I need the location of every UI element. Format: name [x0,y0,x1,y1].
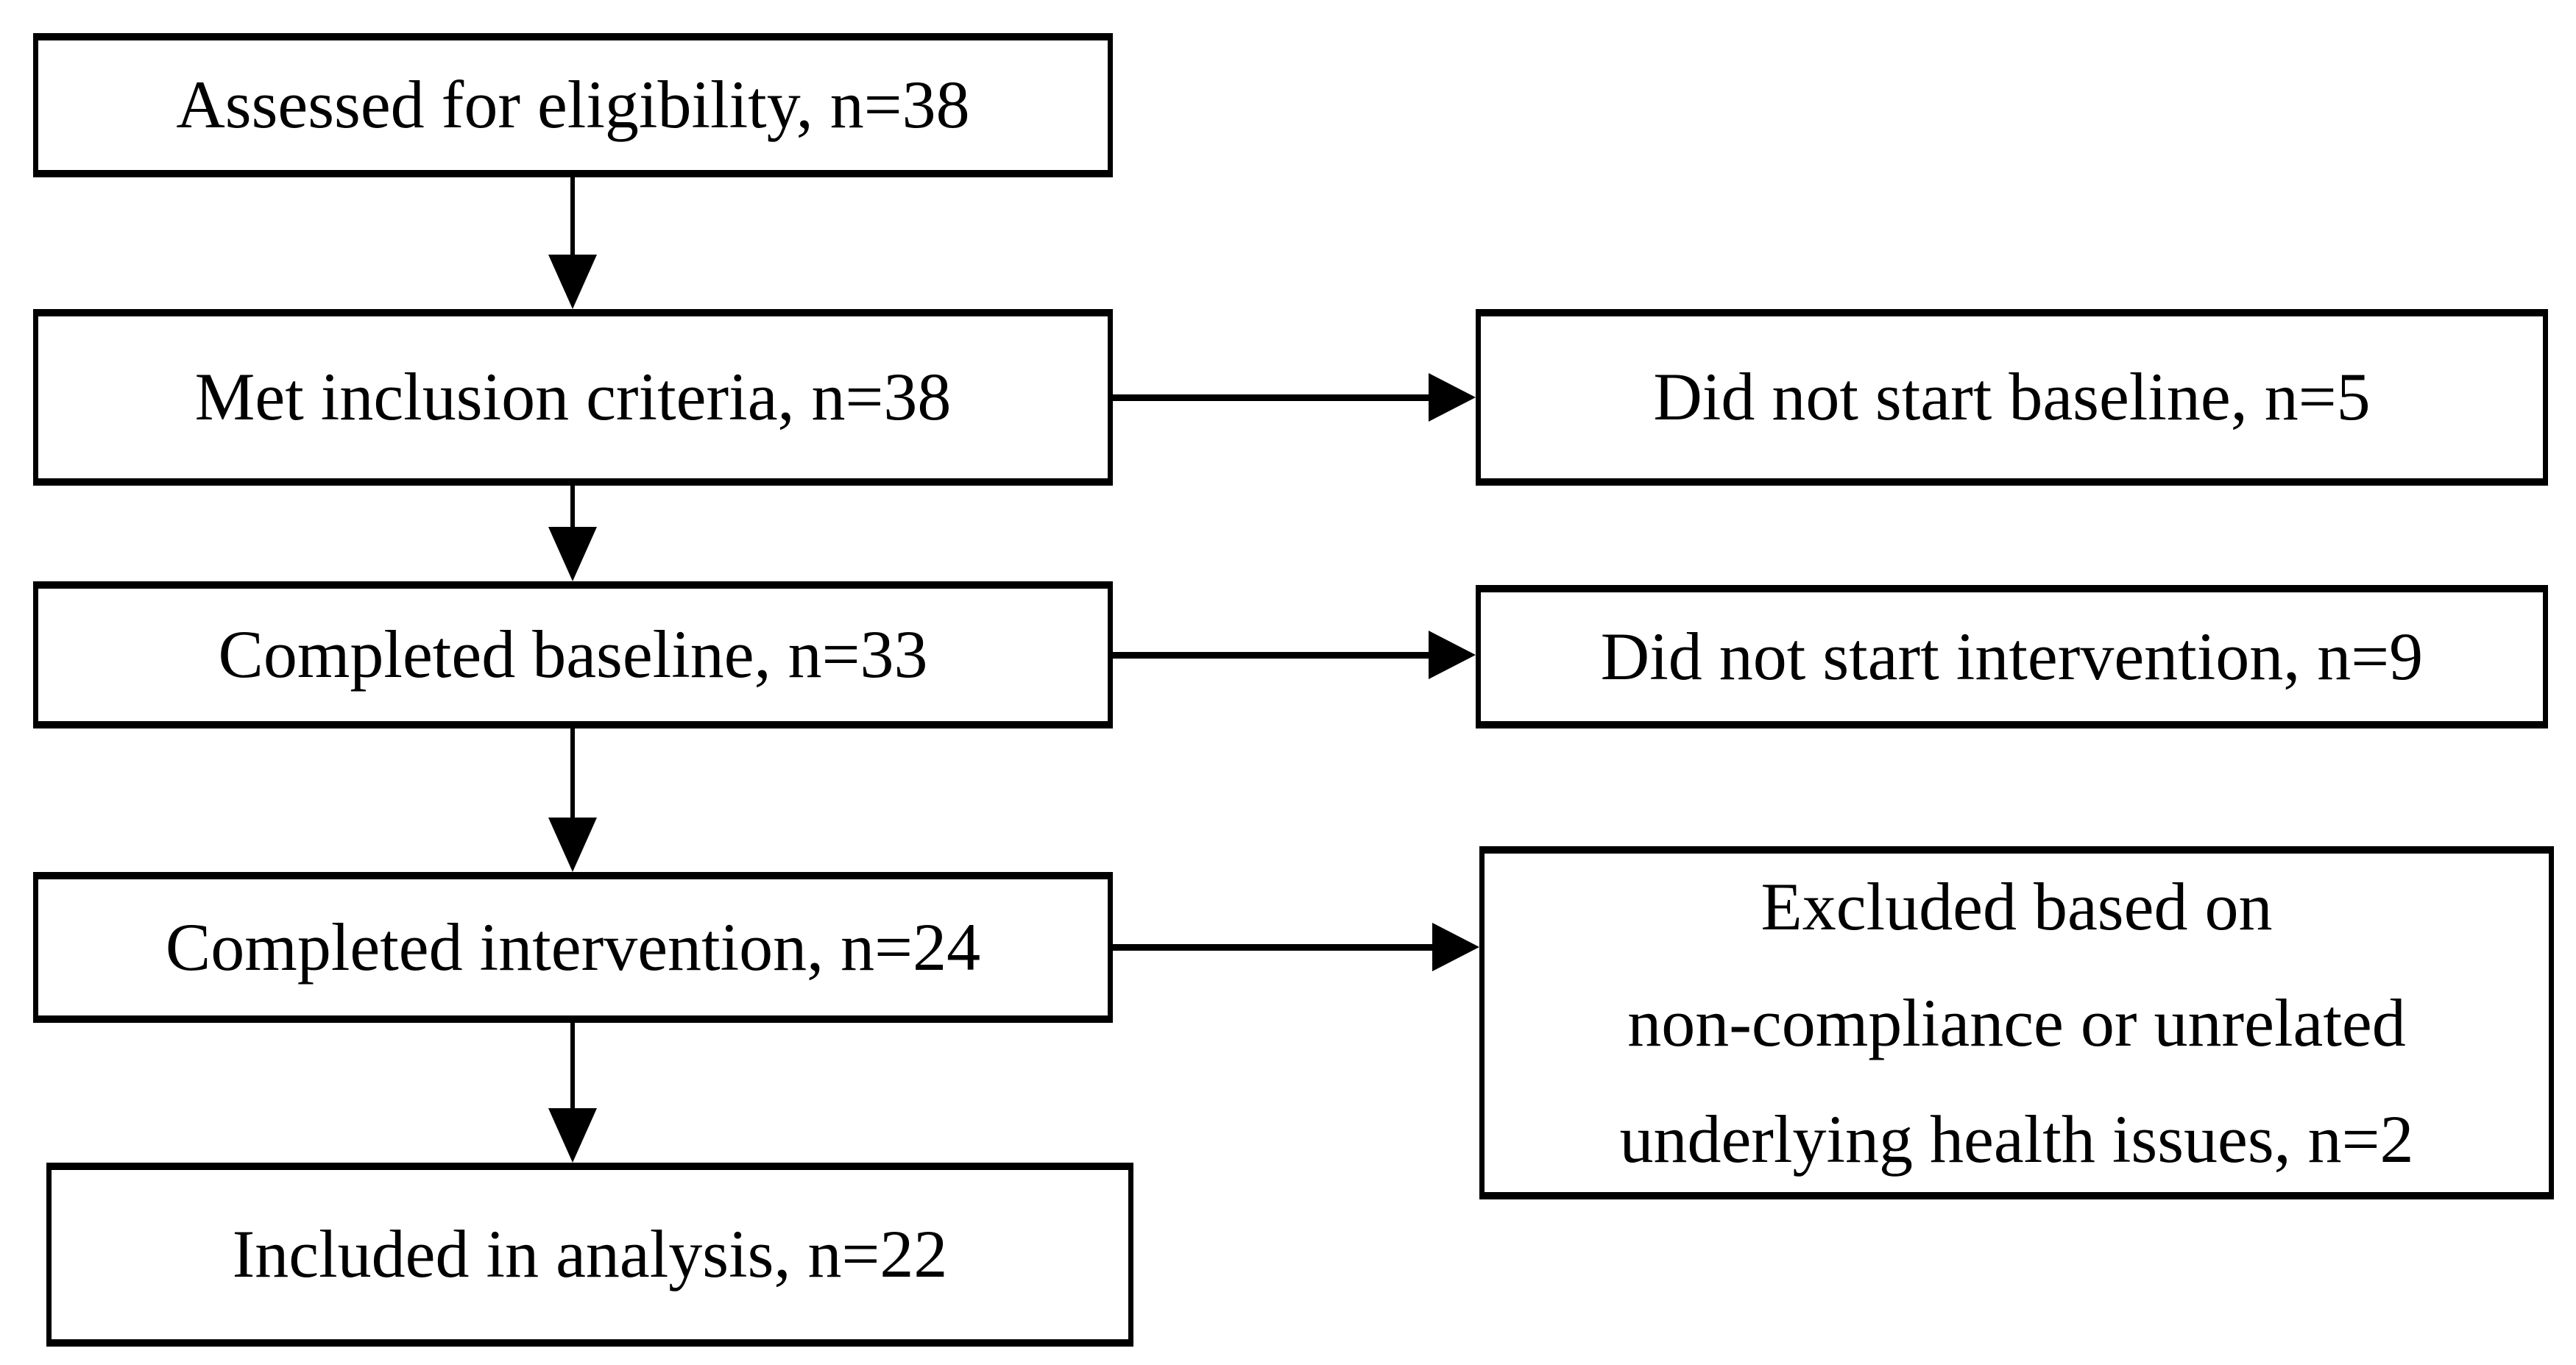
arrowhead-down-icon [548,1108,597,1163]
arrow-line [570,177,575,263]
arrow-down-completed-intervention-to-included-analysis [548,1023,598,1163]
arrow-line [1113,652,1434,659]
arrow-line [570,486,575,536]
node-did-not-start-intervention: Did not start intervention, n=9 [1476,585,2548,728]
node-label: Did not start intervention, n=9 [1600,618,2424,694]
arrow-line [1113,944,1438,951]
arrowhead-down-icon [548,255,597,309]
node-label-line: non-compliance or unrelated [1627,985,2406,1060]
arrow-line [570,728,575,826]
arrowhead-right-icon [1432,923,1479,971]
arrow-down-assessed-to-met-inclusion [548,177,598,309]
arrowhead-right-icon [1429,373,1476,422]
arrow-down-completed-baseline-to-completed-intervention [548,728,598,872]
arrow-line [570,1023,575,1117]
arrow-right-met-inclusion-to-did-not-start-baseline [1113,373,1476,422]
node-completed-intervention: Completed intervention, n=24 [33,872,1113,1023]
arrowhead-right-icon [1429,631,1476,679]
node-did-not-start-baseline: Did not start baseline, n=5 [1476,309,2548,486]
arrowhead-down-icon [548,527,597,581]
node-label: Completed intervention, n=24 [165,909,981,985]
arrow-line [1113,394,1434,401]
node-included-in-analysis: Included in analysis, n=22 [46,1163,1133,1347]
arrowhead-down-icon [548,818,597,872]
arrow-right-completed-intervention-to-excluded [1113,923,1479,971]
node-met-inclusion-criteria: Met inclusion criteria, n=38 [33,309,1113,486]
node-assessed-eligibility: Assessed for eligibility, n=38 [33,33,1113,177]
node-label-line: underlying health issues, n=2 [1619,1102,2414,1177]
arrow-right-completed-baseline-to-did-not-start-intervention [1113,631,1476,679]
node-label: Included in analysis, n=22 [232,1216,948,1292]
node-label: Did not start baseline, n=5 [1653,359,2371,435]
node-label: Assessed for eligibility, n=38 [176,67,970,143]
node-label-line: Excluded based on [1761,869,2273,944]
node-completed-baseline: Completed baseline, n=33 [33,581,1113,728]
node-label: Met inclusion criteria, n=38 [194,359,952,435]
node-excluded: Excluded based on non-compliance or unre… [1479,846,2554,1199]
node-label: Completed baseline, n=33 [218,617,928,692]
arrow-down-met-inclusion-to-completed-baseline [548,486,598,581]
